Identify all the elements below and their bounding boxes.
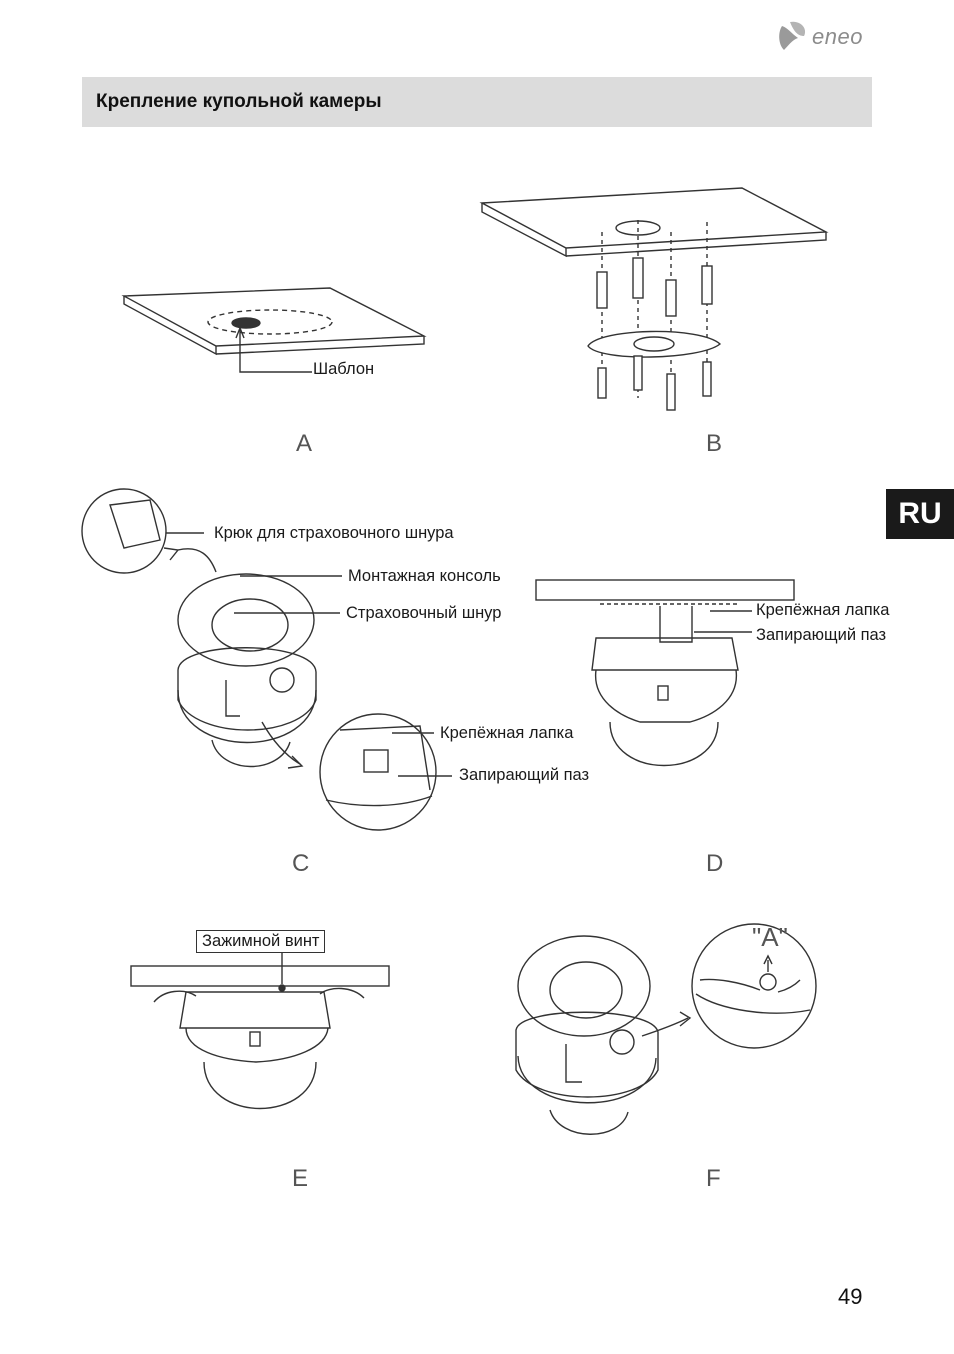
figure-c-letter: C	[292, 850, 310, 877]
hook-label: Крюк для страховочного шнура	[214, 524, 454, 542]
figure-b-letter: B	[706, 430, 723, 457]
figure-e-letter: E	[292, 1165, 309, 1192]
figure-a-ceiling-plate	[121, 287, 427, 373]
safety-cord-label: Страховочный шнур	[346, 604, 502, 622]
eneo-logo-icon	[779, 21, 806, 50]
page-title: Крепление купольной камеры	[96, 91, 382, 112]
figure-f-lock-screw	[515, 923, 817, 1135]
bracket-label: Монтажная консоль	[348, 567, 501, 585]
c-slot-label: Запирающий паз	[459, 766, 590, 784]
d-tab-label: Крепёжная лапка	[756, 601, 890, 619]
figure-b-anchors	[479, 187, 829, 411]
c-tab-label: Крепёжная лапка	[440, 724, 574, 742]
figure-f-letter: F	[706, 1165, 721, 1192]
detail-a-label: "A"	[752, 922, 788, 952]
brand-logo-text: eneo	[812, 24, 863, 49]
clamp-screw-label: Зажимной винт	[196, 930, 326, 953]
figure-a-letter: A	[296, 430, 313, 457]
page-number: 49	[838, 1284, 863, 1309]
d-slot-label: Запирающий паз	[756, 626, 887, 644]
template-label: Шаблон	[313, 360, 375, 378]
figure-c-bracket-attach	[81, 488, 452, 831]
section-title-bar: Крепление купольной камеры	[82, 77, 872, 127]
language-tab: RU	[886, 489, 954, 539]
figure-d-mounted	[535, 579, 795, 767]
figure-e-rotation	[130, 952, 390, 1110]
figure-d-letter: D	[706, 850, 724, 877]
